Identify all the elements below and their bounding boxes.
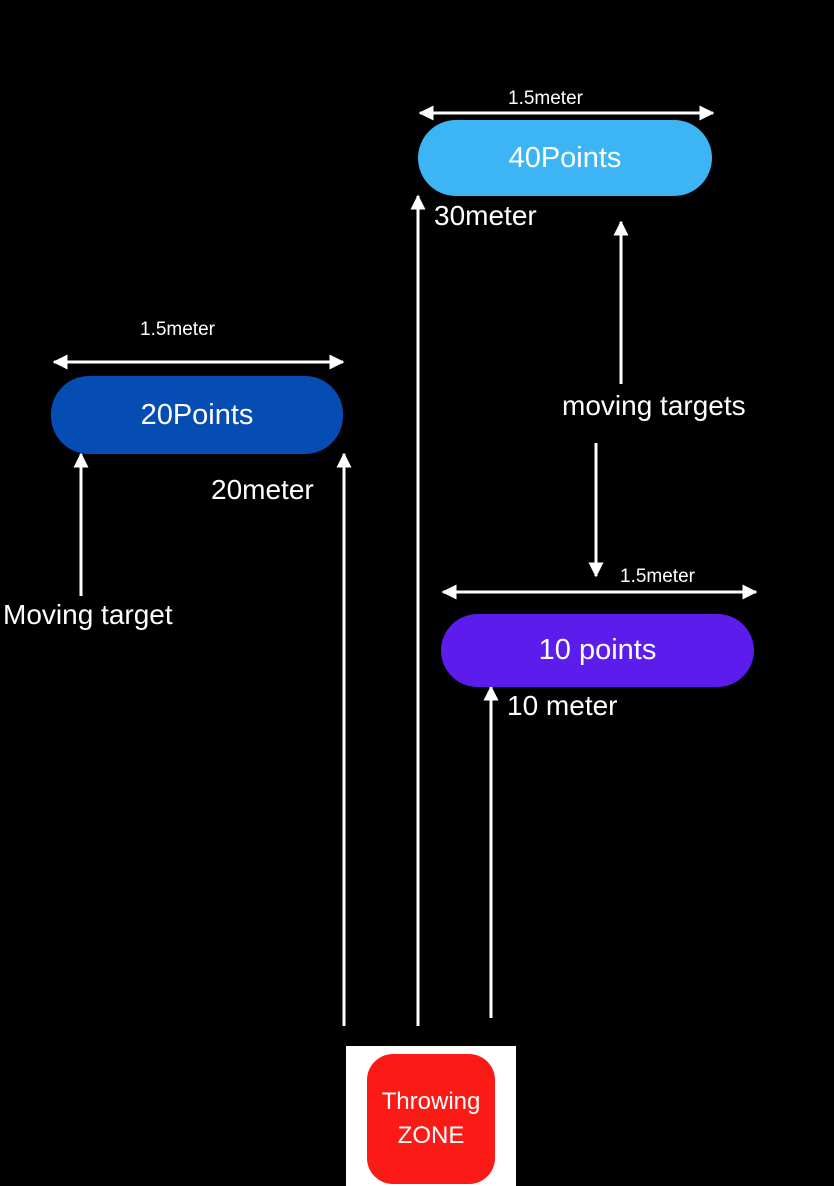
distance-label-30m: 30meter xyxy=(434,200,537,231)
moving-target-label: Moving target xyxy=(3,599,173,630)
target-40-label: 40Points xyxy=(508,141,622,174)
width-label-40: 1.5meter xyxy=(508,88,583,109)
distance-label-10m: 10 meter xyxy=(507,690,618,721)
throwing-zone-line1: Throwing xyxy=(381,1088,481,1115)
target-10-points: 10 points xyxy=(441,614,754,687)
moving-targets-label: moving targets xyxy=(562,390,746,421)
throwing-zone: Throwing ZONE xyxy=(367,1054,495,1184)
target-10-label: 10 points xyxy=(538,634,657,666)
distance-label-20m: 20meter xyxy=(211,474,314,505)
width-label-20: 1.5meter xyxy=(140,319,215,340)
target-20-label: 20Points xyxy=(140,398,254,431)
target-40-points: 40Points xyxy=(418,120,712,196)
width-label-10: 1.5meter xyxy=(620,566,695,587)
throwing-zone-line2: ZONE xyxy=(397,1122,465,1149)
target-20-points: 20Points xyxy=(51,376,343,454)
